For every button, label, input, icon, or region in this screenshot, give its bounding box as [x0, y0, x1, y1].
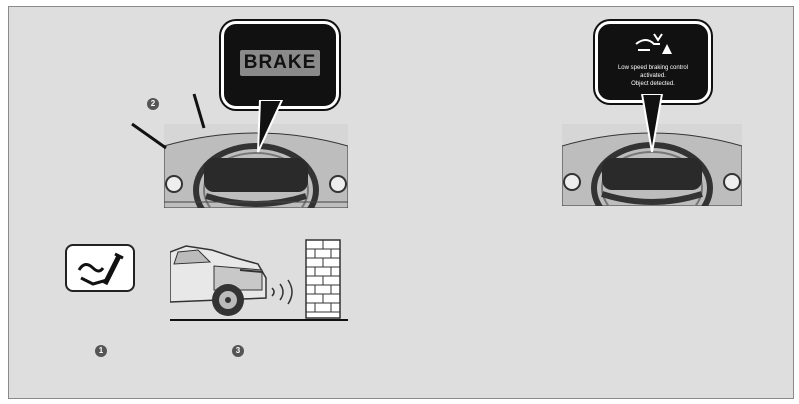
right-display-bubble: Low speed braking control activated. Obj…	[598, 24, 708, 100]
car-icon	[170, 246, 266, 316]
brake-pedal-icon	[73, 250, 129, 288]
indicator-ray	[190, 92, 210, 132]
message-line-3: Object detected.	[600, 80, 706, 89]
car-wall-illustration	[170, 236, 348, 322]
left-bubble-pointer	[256, 100, 286, 156]
brake-warning-label: BRAKE	[240, 50, 320, 76]
callout-2: 2	[147, 98, 159, 110]
brake-pedal-box	[65, 244, 135, 292]
right-bubble-pointer	[640, 94, 664, 156]
callout-1: 1	[95, 345, 107, 357]
brick-wall-icon	[306, 240, 340, 318]
callout-3: 3	[232, 345, 244, 357]
warning-icon	[632, 30, 672, 56]
sonar-waves-icon	[272, 280, 292, 304]
left-display-bubble: BRAKE	[224, 24, 336, 106]
